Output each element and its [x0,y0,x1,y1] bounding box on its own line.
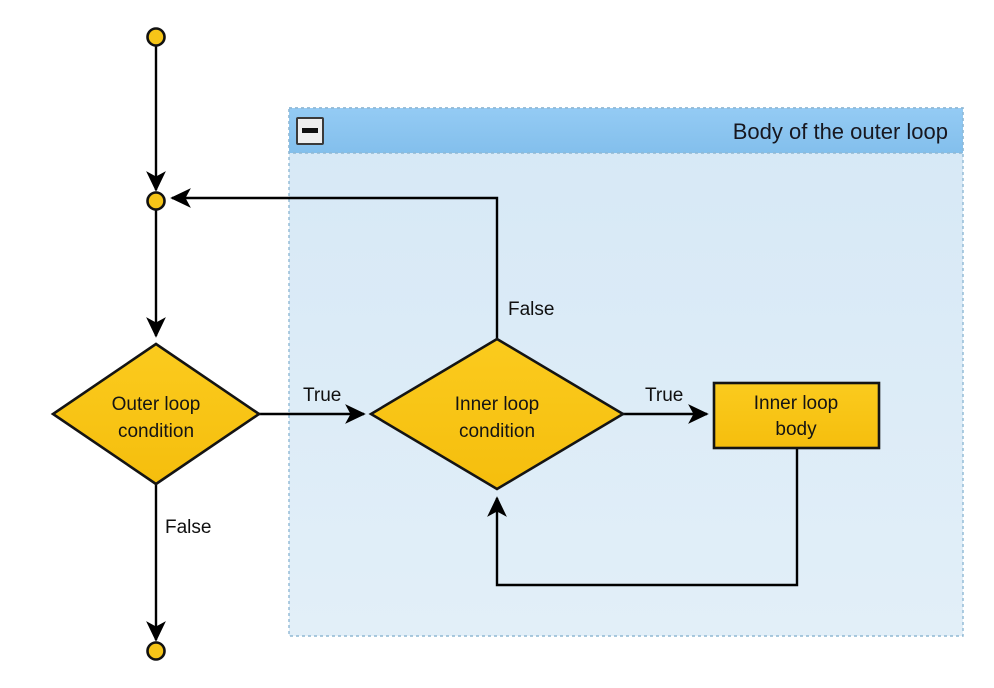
collapse-group-button[interactable] [296,117,324,145]
node-inner-loop-body[interactable]: Inner loop body [712,381,881,450]
process-rect-shape [712,381,881,450]
node-end[interactable] [146,641,166,661]
node-start[interactable] [146,27,166,47]
decision-diamond-shape [50,342,262,486]
end-circle [146,641,166,661]
edge-label-outer-true: True [303,385,341,406]
outer-loop-body-group[interactable]: Body of the outer loop [288,107,964,637]
merge-circle [146,191,166,211]
edge-label-inner-true: True [645,385,683,406]
edge-label-inner-false: False [508,299,554,320]
node-merge-point[interactable] [146,191,166,211]
group-title: Body of the outer loop [733,119,948,144]
edge-outer-cond-false: False [146,484,211,642]
edge-outer-cond-true: True [259,385,366,424]
edge-label-outer-false: False [165,517,211,538]
decision-diamond-shape [368,337,626,491]
start-circle [146,27,166,47]
edge-inner-cond-true: True [623,385,709,424]
edge-line [487,448,799,587]
group-body-panel [288,107,964,637]
edge-line [170,188,499,339]
edge-inner-cond-false: False [170,188,554,339]
edge-inner-body-to-inner-cond [487,448,799,587]
node-outer-loop-condition[interactable]: Outer loop condition [50,342,262,486]
group-header-band [288,107,964,154]
minus-icon [302,128,318,133]
